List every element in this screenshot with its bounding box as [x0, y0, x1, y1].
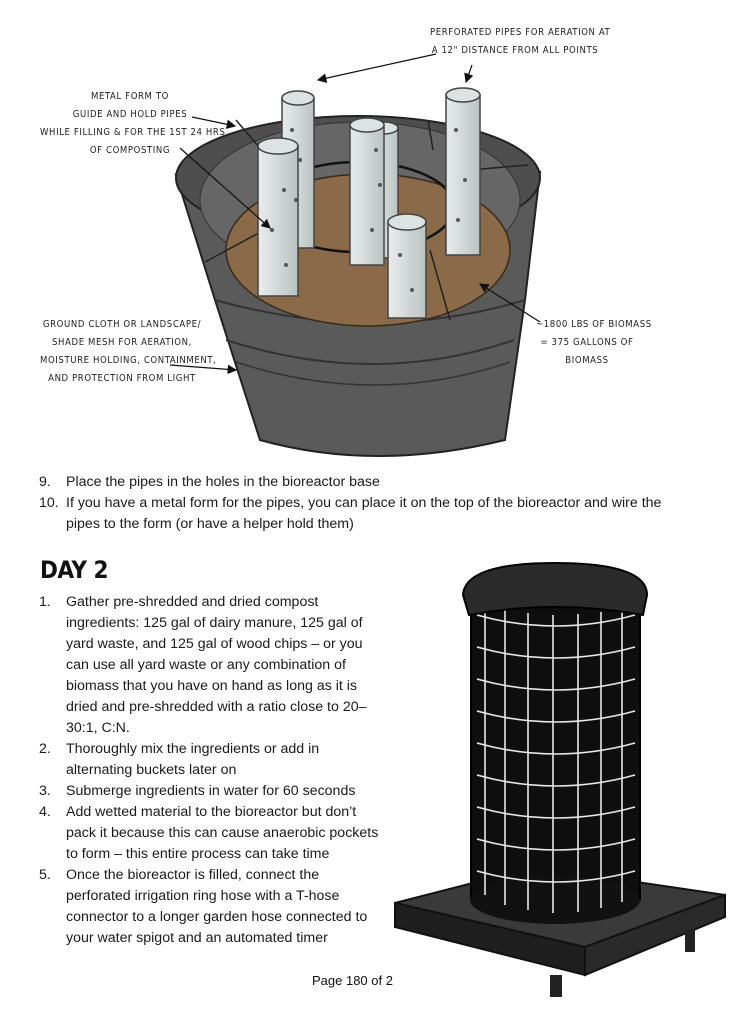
callout-biomass: ~1800 LBS OF BIOMASS= 375 GALLONS OF BIO… — [536, 319, 652, 366]
cover-cap — [461, 561, 649, 617]
filled-bioreactor-illustration — [394, 561, 726, 997]
list-item: 1.Gather pre-shredded and dried compost … — [39, 594, 367, 736]
list-item: 3.Submerge ingredients in water for 60 s… — [39, 783, 356, 799]
page-number: Page 180 of 2 — [312, 973, 393, 988]
steps-top-list: 9.Place the pipes in the holes in the bi… — [39, 472, 686, 535]
callout-ground-cloth: GROUND CLOTH OR LANDSCAPE/SHADE MESH FOR… — [40, 319, 217, 384]
wire-mesh-grid — [476, 605, 636, 913]
list-item: 9.Place the pipes in the holes in the bi… — [39, 474, 380, 490]
list-item: 2.Thoroughly mix the ingredients or add … — [39, 741, 320, 778]
list-item: 5.Once the bioreactor is filled, connect… — [39, 867, 368, 946]
list-item: 4.Add wetted material to the bioreactor … — [39, 804, 379, 862]
perforated-pipes — [257, 87, 481, 319]
list-item: 10.If you have a metal form for the pipe… — [39, 495, 662, 532]
day2-steps-list: 1.Gather pre-shredded and dried compost … — [39, 592, 384, 949]
section-heading: DAY 2 — [40, 556, 109, 584]
bioreactor-diagram — [169, 53, 542, 457]
